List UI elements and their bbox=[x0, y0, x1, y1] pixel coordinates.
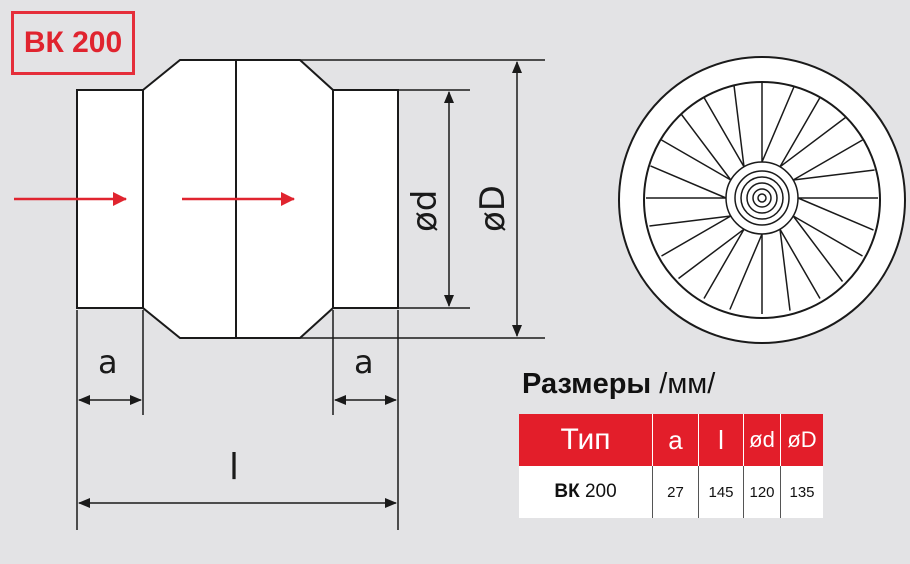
impeller-blade bbox=[646, 165, 727, 199]
impeller-blade bbox=[779, 97, 846, 168]
header-l: l bbox=[698, 414, 744, 466]
impeller-blade bbox=[792, 215, 863, 282]
header-d: ød bbox=[743, 414, 781, 466]
cell-D: 135 bbox=[780, 466, 823, 518]
table-unit: /мм/ bbox=[659, 368, 716, 400]
impeller-blade bbox=[649, 215, 732, 257]
model-badge: ВК 200 bbox=[11, 11, 135, 75]
table-header-row: Тип a l ød øD bbox=[519, 414, 823, 466]
impeller-blade bbox=[703, 85, 745, 168]
label-D: øD bbox=[473, 185, 513, 232]
label-a-left: a bbox=[98, 343, 118, 381]
outlet-collar bbox=[332, 89, 399, 309]
header-type: Тип bbox=[519, 414, 653, 466]
impeller-blade bbox=[797, 197, 878, 231]
dimensions-table: Тип a l ød øD ВК 200 27 145 120 135 bbox=[519, 414, 823, 518]
impeller-blade bbox=[761, 82, 795, 163]
cell-l: 145 bbox=[698, 466, 744, 518]
impeller-blade bbox=[779, 228, 821, 311]
impeller-blade bbox=[678, 228, 745, 299]
impeller-blade bbox=[792, 139, 875, 181]
cell-type-number: 200 bbox=[584, 481, 617, 502]
label-a-right: a bbox=[354, 343, 374, 381]
header-a: a bbox=[652, 414, 699, 466]
label-d: ød bbox=[405, 189, 445, 232]
table-row: ВК 200 27 145 120 135 bbox=[519, 466, 823, 518]
label-l: l bbox=[229, 447, 240, 488]
cell-a: 27 bbox=[652, 466, 699, 518]
header-D: øD bbox=[780, 414, 823, 466]
table-title-text: Размеры bbox=[522, 368, 652, 400]
cell-d: 120 bbox=[743, 466, 781, 518]
hub-center bbox=[757, 193, 767, 203]
cell-type-series: ВК bbox=[554, 481, 580, 502]
dimension-lines bbox=[76, 59, 545, 530]
cell-type: ВК 200 bbox=[519, 466, 653, 518]
impeller-blades bbox=[646, 82, 878, 314]
impeller-blade bbox=[729, 233, 763, 314]
table-title: Размеры /мм/ bbox=[522, 368, 715, 401]
model-label: ВК 200 bbox=[23, 26, 123, 59]
impeller-blade bbox=[661, 114, 732, 181]
fan-front-view bbox=[618, 56, 906, 344]
